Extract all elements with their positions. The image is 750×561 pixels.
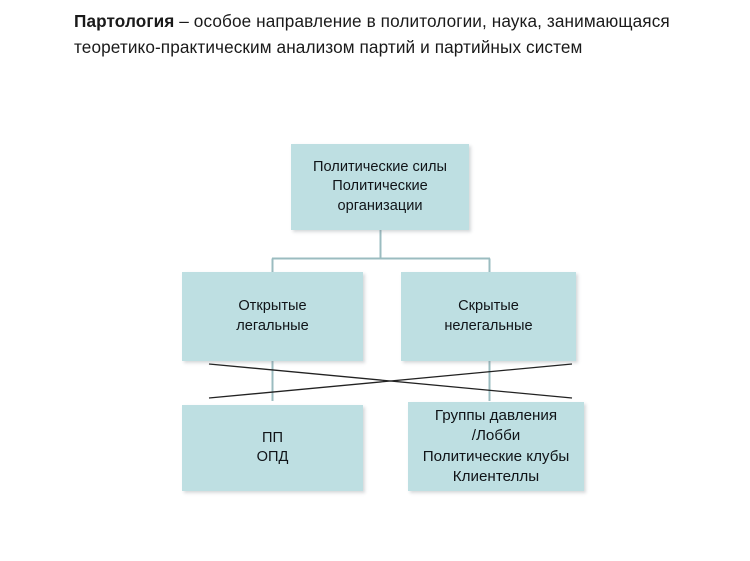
node-line: Клиентеллы — [452, 468, 540, 485]
node-line: Политические силы — [313, 158, 447, 175]
node-line: ПП — [262, 429, 283, 446]
node-line: /Лобби — [471, 427, 521, 444]
node-line: Скрытые — [458, 298, 519, 314]
node-parties-opd[interactable]: ПП ОПД — [182, 405, 363, 491]
node-open-legal[interactable]: Открытые легальные — [182, 272, 363, 361]
node-political-forces[interactable]: Политические силы Политические организац… — [291, 144, 469, 230]
node-line: Политические — [332, 178, 428, 195]
node-line: нелегальные — [444, 317, 533, 334]
connector-cross-right-to-left — [208, 363, 573, 399]
title-definition: – особое направление в политологии, наук… — [74, 11, 670, 57]
node-pressure-groups[interactable]: Группы давления /Лобби Политические клуб… — [408, 402, 584, 491]
slide-title: Партология – особое направление в полито… — [74, 9, 674, 60]
node-line: ОПД — [256, 449, 289, 465]
node-hidden-illegal[interactable]: Скрытые нелегальные — [401, 272, 576, 361]
title-term: Партология — [74, 11, 175, 31]
node-line: Открытые — [238, 298, 307, 314]
node-line: организации — [337, 197, 423, 214]
node-line: легальные — [236, 317, 309, 334]
node-line: Политические клубы — [422, 447, 570, 465]
node-line: Группы давления — [434, 406, 558, 424]
